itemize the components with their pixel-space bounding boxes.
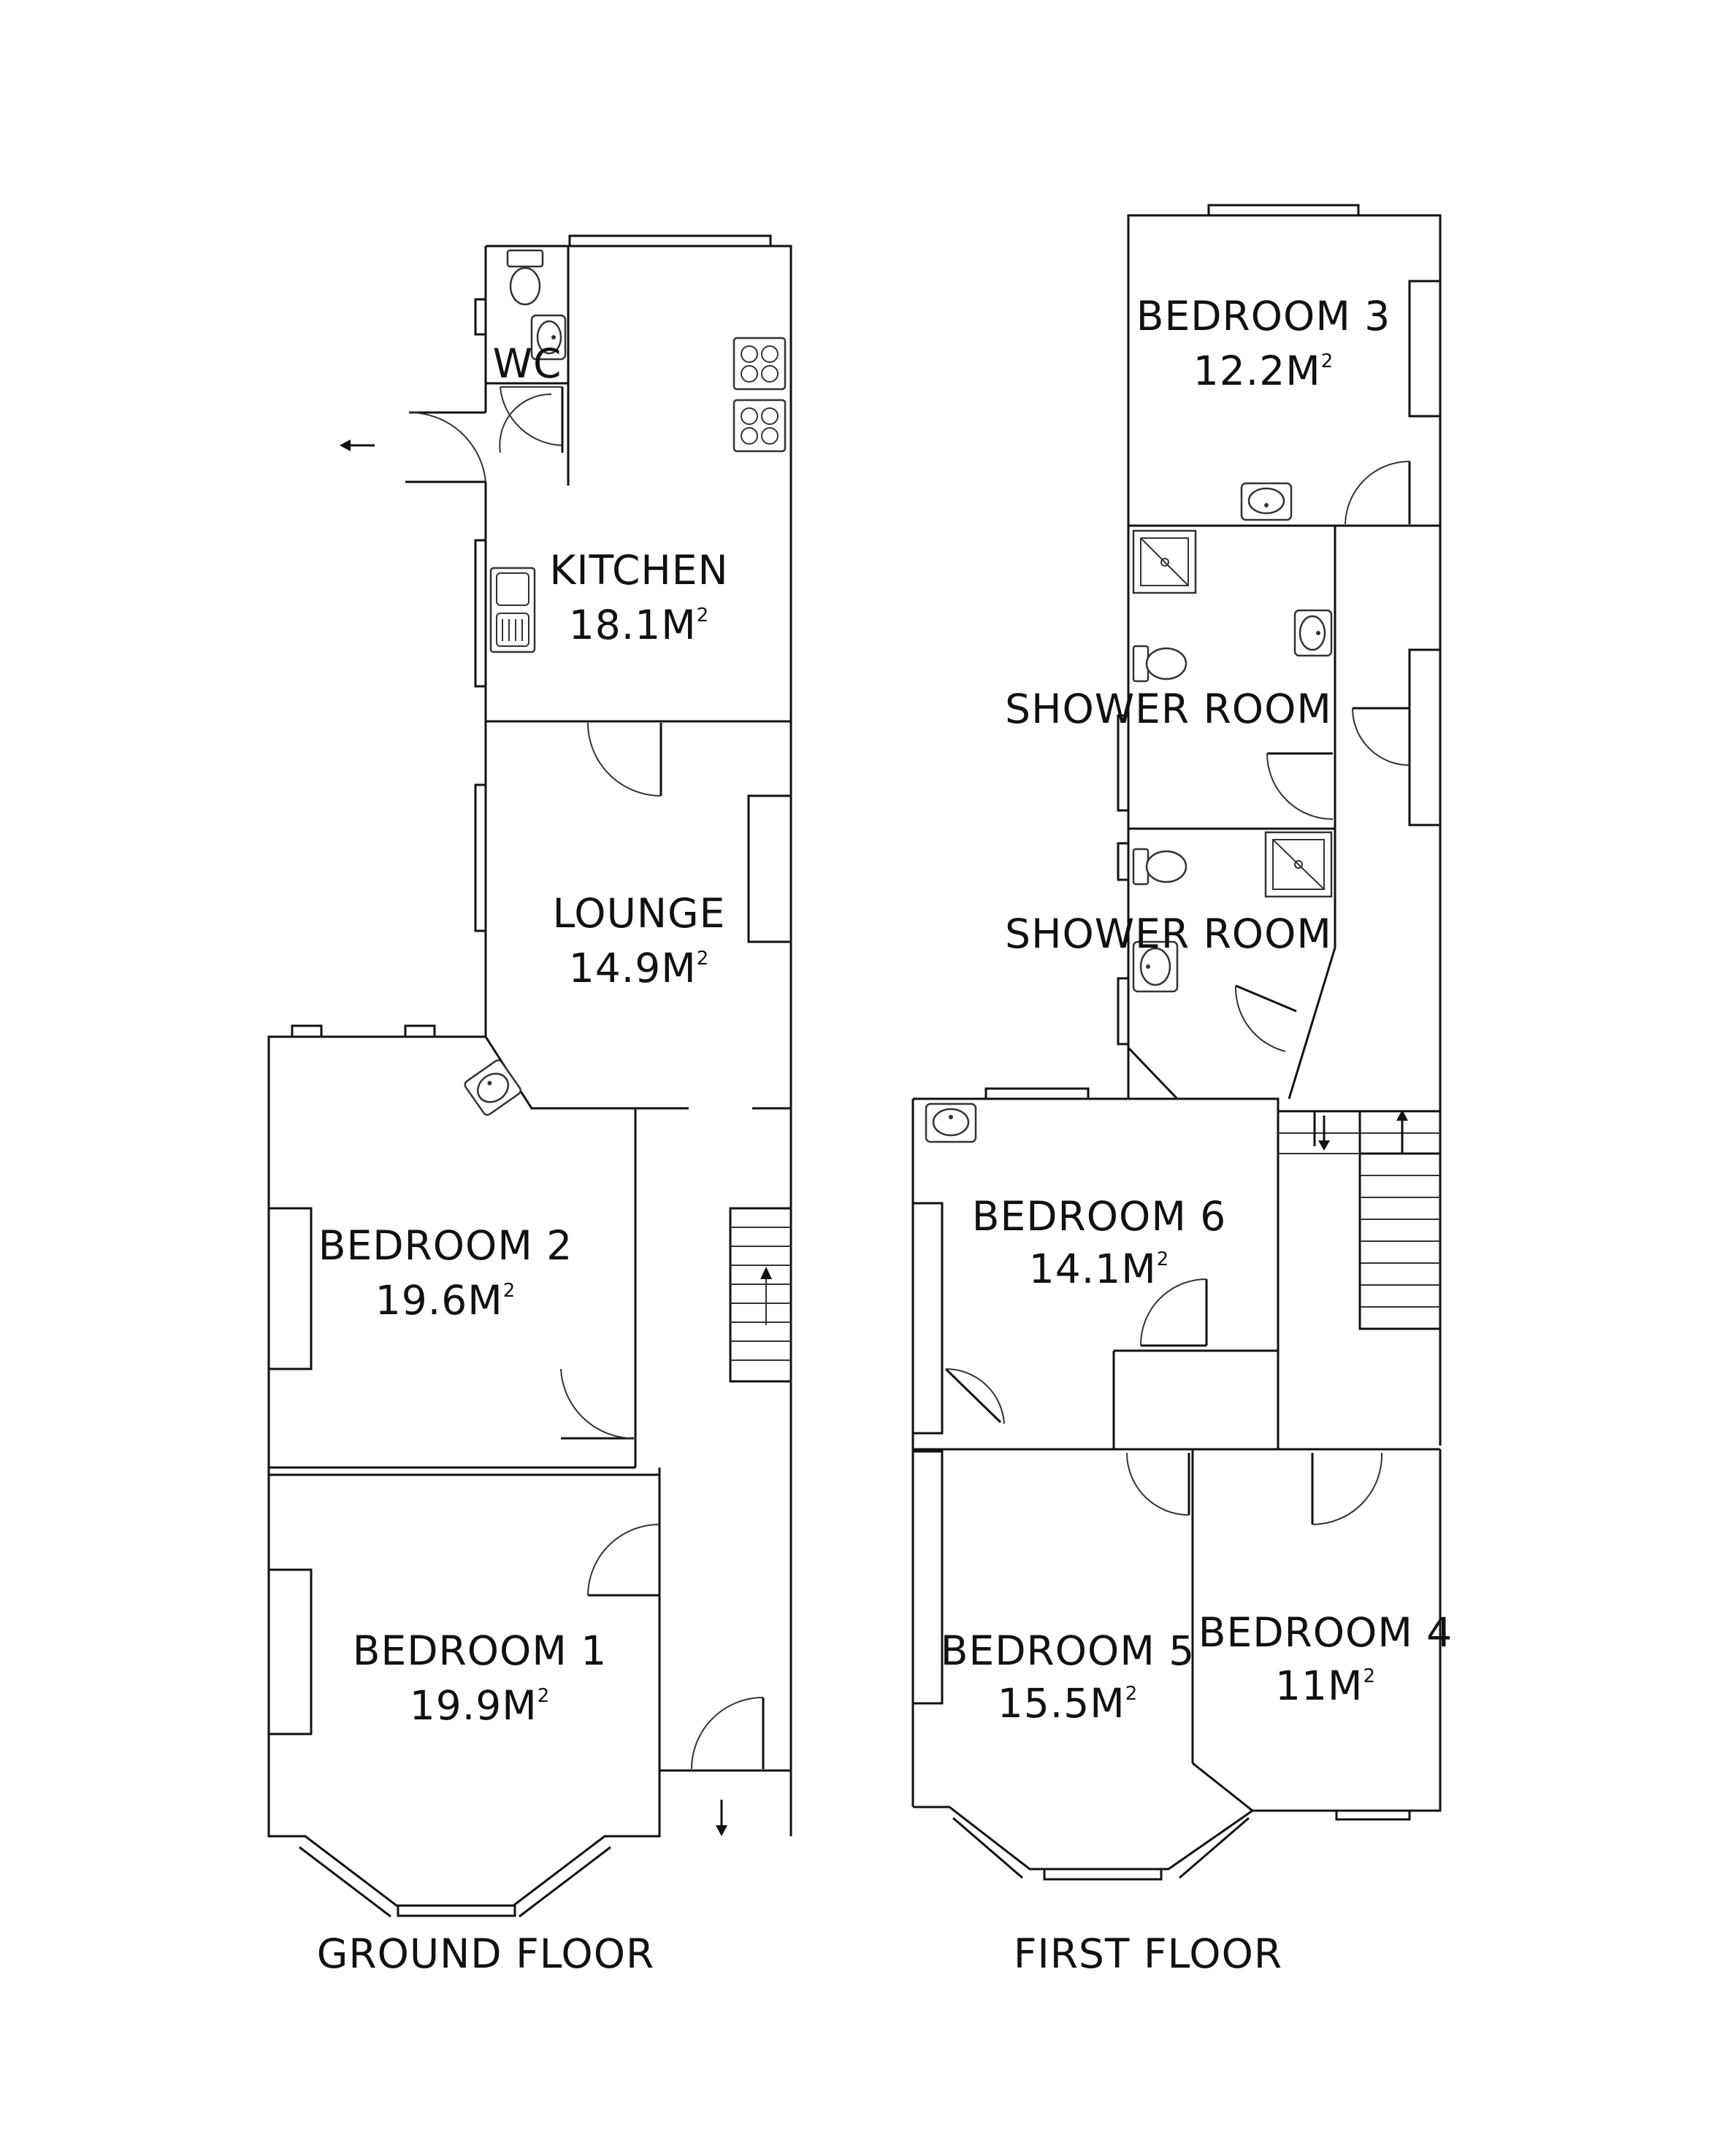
basin-icon — [464, 1059, 521, 1116]
hob-icon — [733, 337, 787, 391]
shower-tray-icon — [1132, 529, 1197, 594]
room-name: BEDROOM 3 — [1136, 293, 1391, 339]
door-swing-icon — [1311, 1452, 1383, 1525]
room-label-shower-room-2: SHOWER ROOM — [1005, 910, 1332, 957]
basin-icon — [530, 314, 567, 361]
door-swing-icon — [405, 411, 486, 483]
room-label-kitchen: KITCHEN 18.1M2 — [549, 547, 728, 648]
room-area: 15.5M2 — [998, 1680, 1138, 1727]
room-name: BEDROOM 4 — [1198, 1609, 1453, 1656]
room-area: 18.1M2 — [569, 602, 709, 648]
toilet-icon — [1132, 848, 1187, 886]
staircase — [729, 1207, 792, 1383]
basin-icon — [1132, 940, 1179, 993]
basin-icon — [925, 1102, 977, 1143]
hob-icon — [733, 399, 787, 453]
door-swing-icon — [560, 1368, 635, 1440]
ground-floor-doors — [405, 386, 765, 1770]
room-name: BEDROOM 5 — [941, 1627, 1196, 1674]
room-name: SHOWER ROOM — [1005, 686, 1332, 732]
shower-tray-icon — [1264, 831, 1333, 898]
room-label-lounge: LOUNGE 14.9M2 — [553, 890, 726, 991]
room-label-bedroom-4: BEDROOM 4 11M2 — [1198, 1609, 1453, 1709]
toilet-icon — [506, 249, 544, 306]
room-name: LOUNGE — [553, 890, 726, 937]
door-swing-icon — [500, 386, 564, 453]
ground-floor: WC KITCHEN 18.1M2 LOUNGE 14.9M2 BEDROOM … — [267, 234, 792, 1977]
door-swing-icon — [944, 1367, 1005, 1424]
ground-floor-caption: GROUND FLOOR — [317, 1930, 654, 1977]
ground-floor-fixtures — [464, 249, 787, 1116]
arrow-icon — [340, 440, 375, 451]
room-name: BEDROOM 2 — [318, 1222, 573, 1269]
basin-icon — [1240, 482, 1293, 521]
room-name: WC — [493, 340, 562, 387]
arrow-icon — [716, 1800, 727, 1836]
room-area: 14.9M2 — [569, 945, 709, 991]
room-name: BEDROOM 1 — [353, 1627, 608, 1674]
door-swing-icon — [587, 722, 662, 797]
toilet-icon — [1132, 645, 1187, 683]
first-floor: BEDROOM 3 12.2M2 SHOWER ROOM SHOWER ROOM… — [911, 204, 1453, 1977]
room-area: 12.2M2 — [1193, 348, 1334, 394]
door-swing-icon — [1352, 707, 1410, 766]
room-label-bedroom-6: BEDROOM 6 14.1M2 — [972, 1193, 1227, 1292]
room-label-bedroom-1: BEDROOM 1 19.9M2 — [353, 1627, 608, 1729]
room-label-bedroom-5: BEDROOM 5 15.5M2 — [941, 1627, 1196, 1727]
first-floor-doors — [944, 461, 1411, 1525]
room-area: 19.9M2 — [410, 1682, 550, 1729]
first-floor-walls — [911, 204, 1442, 1881]
room-area: 14.1M2 — [1029, 1246, 1169, 1292]
room-label-wc: WC — [493, 340, 562, 387]
room-label-bedroom-2: BEDROOM 2 19.6M2 — [318, 1222, 573, 1324]
first-floor-caption: FIRST FLOOR — [1014, 1930, 1282, 1977]
door-swing-icon — [587, 1524, 661, 1597]
door-swing-icon — [1234, 984, 1297, 1052]
room-name: KITCHEN — [549, 547, 728, 594]
door-swing-icon — [691, 1697, 765, 1770]
room-name: BEDROOM 6 — [972, 1193, 1227, 1240]
door-swing-icon — [1139, 1278, 1208, 1347]
door-swing-icon — [1266, 752, 1334, 820]
sink-icon — [489, 567, 536, 653]
ground-floor-walls — [267, 234, 792, 1918]
room-area: 19.6M2 — [375, 1277, 516, 1324]
arrow-icon — [1318, 1116, 1330, 1151]
door-swing-icon — [1345, 461, 1411, 525]
arrow-icon — [1396, 1110, 1408, 1148]
door-swing-icon — [499, 393, 552, 453]
basin-icon — [1293, 609, 1333, 657]
room-name: SHOWER ROOM — [1005, 910, 1332, 957]
first-floor-fixtures — [925, 482, 1333, 1143]
door-swing-icon — [1126, 1452, 1190, 1516]
room-area: 11M2 — [1275, 1662, 1376, 1709]
room-label-bedroom-3: BEDROOM 3 12.2M2 — [1136, 293, 1391, 394]
staircase — [1278, 1110, 1442, 1330]
room-label-shower-room-1: SHOWER ROOM — [1005, 686, 1332, 732]
